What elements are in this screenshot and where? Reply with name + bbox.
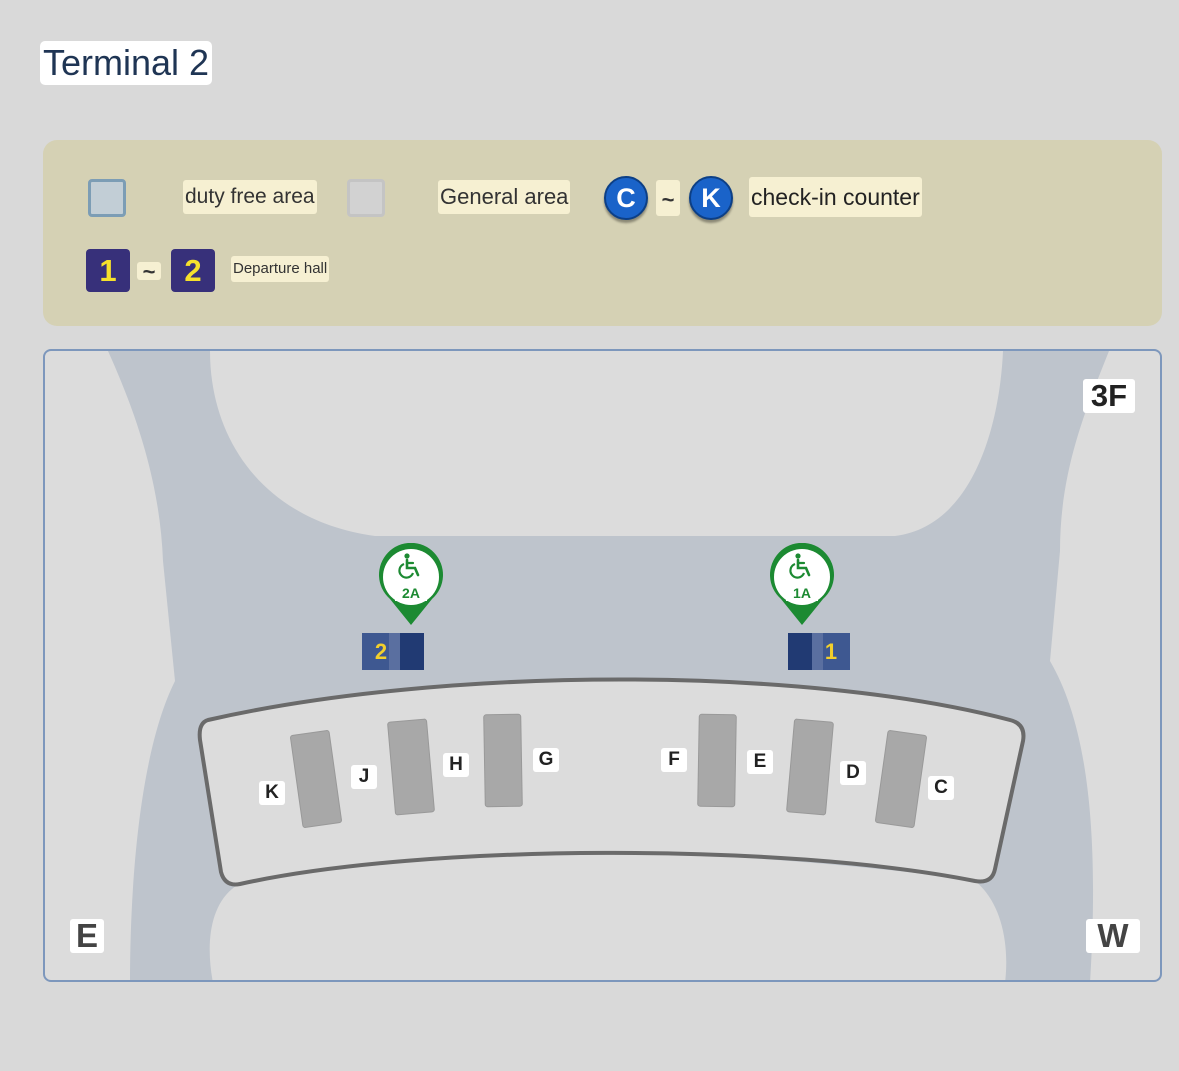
counter-label-g[interactable]: G <box>533 748 559 772</box>
gate-2-number: 2 <box>374 639 388 664</box>
checkin-to-badge: K <box>689 176 733 220</box>
checkin-counter-label: check-in counter <box>749 177 922 217</box>
counter-label-k[interactable]: K <box>259 781 285 805</box>
wheelchair-icon <box>789 553 811 579</box>
pin-2a-label: 2A <box>395 585 427 601</box>
departure-hall-1-gate[interactable]: 1 <box>788 633 850 670</box>
counter-block-e <box>785 718 835 816</box>
hall-range-tilde: ~ <box>137 261 161 283</box>
floor-plan-drawing <box>108 351 1109 980</box>
checkin-range-tilde: ~ <box>656 180 680 216</box>
counter-label-e[interactable]: E <box>747 750 773 774</box>
counter-label-f[interactable]: F <box>661 748 687 772</box>
counter-block-g <box>483 713 523 808</box>
road-area <box>108 351 1109 980</box>
departure-hall-label: Departure hall <box>231 256 330 282</box>
hall-from-badge: 1 <box>86 249 130 292</box>
general-area-label: General area <box>438 180 571 214</box>
counter-label-j[interactable]: J <box>351 765 377 789</box>
pin-1a-label: 1A <box>786 585 818 601</box>
counter-label-c[interactable]: C <box>928 776 954 800</box>
accessible-entrance-2a-pin[interactable]: 2A <box>376 543 446 627</box>
page-title: Terminal 2 <box>40 41 213 85</box>
counter-block-f <box>697 713 737 808</box>
compass-west-label: W <box>1086 919 1140 953</box>
legend: duty free area General area C ~ K check-… <box>43 140 1162 326</box>
counter-label-h[interactable]: H <box>443 753 469 777</box>
counter-label-d[interactable]: D <box>840 761 866 785</box>
checkin-from-badge: C <box>604 176 648 220</box>
floor-map[interactable]: K J H G F E D C 2 1 <box>43 349 1162 982</box>
floor-label: 3F <box>1083 379 1135 413</box>
wheelchair-icon <box>398 553 420 579</box>
departure-hall-2-gate[interactable]: 2 <box>362 633 424 670</box>
duty-free-label: duty free area <box>183 180 317 214</box>
gate-1-number: 1 <box>824 639 838 664</box>
accessible-entrance-1a-pin[interactable]: 1A <box>767 543 837 627</box>
general-area-swatch <box>347 179 385 217</box>
counter-block-j <box>386 718 436 816</box>
hall-to-badge: 2 <box>171 249 215 292</box>
compass-east-label: E <box>70 919 104 953</box>
duty-free-swatch <box>88 179 126 217</box>
